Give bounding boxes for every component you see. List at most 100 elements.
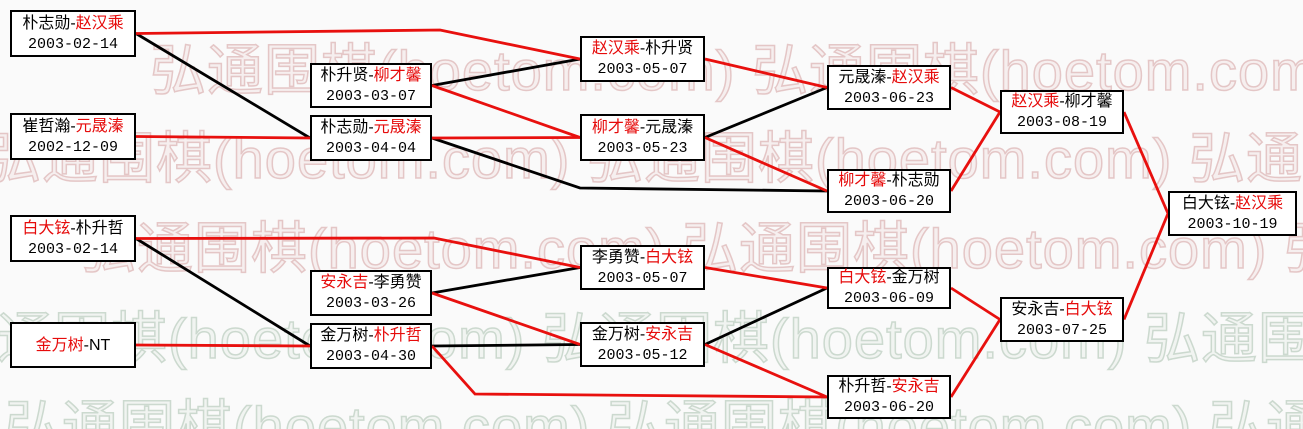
player2-name: NT bbox=[89, 336, 111, 354]
players-separator: - bbox=[886, 172, 892, 189]
player1-name: 赵汉乘 bbox=[591, 40, 640, 57]
players-separator: - bbox=[368, 327, 374, 344]
player1-name: 朴志勋 bbox=[320, 119, 369, 136]
winner-advance-line bbox=[704, 343, 828, 399]
players-separator: - bbox=[886, 68, 892, 86]
player2-name: 安永吉 bbox=[645, 325, 694, 343]
winner-advance-line bbox=[431, 291, 581, 346]
match-date: 2003-06-20 bbox=[843, 193, 934, 210]
match-players: 白大铉-朴升哲 bbox=[22, 218, 123, 239]
winner-advance-line bbox=[704, 57, 828, 89]
loser-drop-line bbox=[431, 136, 828, 193]
winner-advance-line bbox=[1122, 111, 1170, 215]
players-separator: - bbox=[639, 118, 646, 136]
match-players: 柳才馨-朴志勋 bbox=[838, 170, 939, 191]
players-separator: - bbox=[368, 274, 374, 291]
player2-name: 赵汉乘 bbox=[75, 14, 124, 32]
match-players: 赵汉乘-柳才馨 bbox=[1011, 91, 1112, 112]
player2-name: 白大铉 bbox=[1064, 300, 1113, 318]
match-players: 赵汉乘-朴升贤 bbox=[592, 38, 693, 59]
match-date: 2003-07-25 bbox=[1016, 321, 1107, 339]
winner-advance-line bbox=[704, 266, 828, 290]
match-players: 金万树-朴升哲 bbox=[320, 325, 421, 346]
player2-name: 朴升哲 bbox=[373, 327, 422, 344]
winner-advance-line bbox=[135, 135, 311, 140]
match-date: 2003-02-14 bbox=[27, 240, 118, 258]
player1-name: 柳才馨 bbox=[591, 118, 640, 136]
match-players: 李勇赞-白大铉 bbox=[592, 247, 693, 268]
player2-name: 朴志勋 bbox=[891, 172, 940, 189]
winner-advance-line bbox=[949, 318, 1002, 398]
player2-name: 柳才馨 bbox=[373, 66, 422, 84]
match-date: 2003-10-19 bbox=[1187, 215, 1278, 233]
match-date: 2003-08-19 bbox=[1016, 114, 1107, 131]
player1-name: 朴志勋 bbox=[22, 14, 71, 32]
match-players: 朴志勋-赵汉乘 bbox=[22, 13, 123, 34]
loser-drop-line bbox=[431, 266, 581, 295]
player1-name: 金万树 bbox=[35, 336, 84, 354]
player2-name: 李勇赞 bbox=[373, 274, 422, 291]
players-separator: - bbox=[639, 40, 646, 57]
player2-name: 白大铉 bbox=[645, 248, 694, 266]
players-separator: - bbox=[368, 119, 374, 136]
player1-name: 白大铉 bbox=[1181, 194, 1230, 212]
match-date: 2003-02-14 bbox=[27, 35, 118, 53]
loser-drop-line bbox=[431, 57, 581, 87]
match-players: 白大铉-金万树 bbox=[838, 267, 939, 288]
players-separator: - bbox=[83, 336, 89, 354]
player2-name: 朴升哲 bbox=[75, 219, 124, 237]
winner-advance-line bbox=[430, 345, 828, 399]
players-separator: - bbox=[886, 378, 892, 395]
match-date: 2003-03-26 bbox=[325, 295, 416, 312]
match-box-d42: 柳才馨-朴志勋 2003-06-20 bbox=[827, 169, 951, 213]
match-date: 2003-04-04 bbox=[325, 140, 416, 157]
player1-name: 白大铉 bbox=[22, 219, 71, 237]
player2-name: 元晟溱 bbox=[645, 118, 694, 136]
match-date: 2003-06-23 bbox=[843, 89, 934, 107]
match-date: 2003-06-09 bbox=[843, 290, 934, 307]
player2-name: 朴升贤 bbox=[645, 40, 694, 57]
match-players: 白大铉-赵汉乘 bbox=[1182, 193, 1283, 214]
player1-name: 元晟溱 bbox=[838, 68, 887, 86]
player2-name: 赵汉乘 bbox=[891, 68, 940, 86]
player1-name: 崔哲瀚 bbox=[22, 117, 71, 135]
player2-name: 柳才馨 bbox=[1064, 93, 1113, 110]
player1-name: 李勇赞 bbox=[591, 248, 640, 266]
match-box-d43: 白大铉-金万树 2003-06-09 bbox=[827, 267, 951, 309]
match-box-e52: 安永吉-白大铉 2003-07-25 bbox=[1000, 297, 1124, 342]
player1-name: 金万树 bbox=[591, 325, 640, 343]
match-players: 朴升贤-柳才馨 bbox=[320, 65, 421, 86]
loser-drop-line bbox=[431, 343, 581, 348]
player1-name: 柳才馨 bbox=[838, 172, 887, 189]
match-box-b22: 朴志勋-元晟溱 2003-04-04 bbox=[310, 115, 432, 161]
player1-name: 朴升贤 bbox=[320, 66, 369, 84]
player2-name: 赵汉乘 bbox=[1235, 194, 1284, 212]
player2-name: 元晟溱 bbox=[75, 117, 124, 135]
match-date: 2003-05-07 bbox=[597, 269, 688, 287]
match-date: 2003-05-07 bbox=[597, 61, 688, 78]
match-date: 2003-03-07 bbox=[325, 87, 416, 105]
player2-name: 金万树 bbox=[891, 269, 940, 286]
winner-advance-line bbox=[950, 86, 1001, 114]
winner-advance-line bbox=[135, 343, 311, 348]
winner-advance-line bbox=[135, 236, 581, 269]
match-box-c31: 赵汉乘-朴升贤 2003-05-07 bbox=[580, 36, 705, 82]
match-box-d41: 元晟溱-赵汉乘 2003-06-23 bbox=[827, 65, 951, 110]
match-players: 金万树-安永吉 bbox=[592, 324, 693, 345]
player2-name: 元晟溱 bbox=[373, 119, 422, 136]
players-separator: - bbox=[639, 248, 646, 266]
players-separator: - bbox=[1059, 300, 1065, 318]
player1-name: 朴升哲 bbox=[838, 378, 887, 395]
player1-name: 金万树 bbox=[320, 327, 369, 344]
match-players: 柳才馨-元晟溱 bbox=[592, 117, 693, 138]
player1-name: 安永吉 bbox=[1011, 300, 1060, 318]
